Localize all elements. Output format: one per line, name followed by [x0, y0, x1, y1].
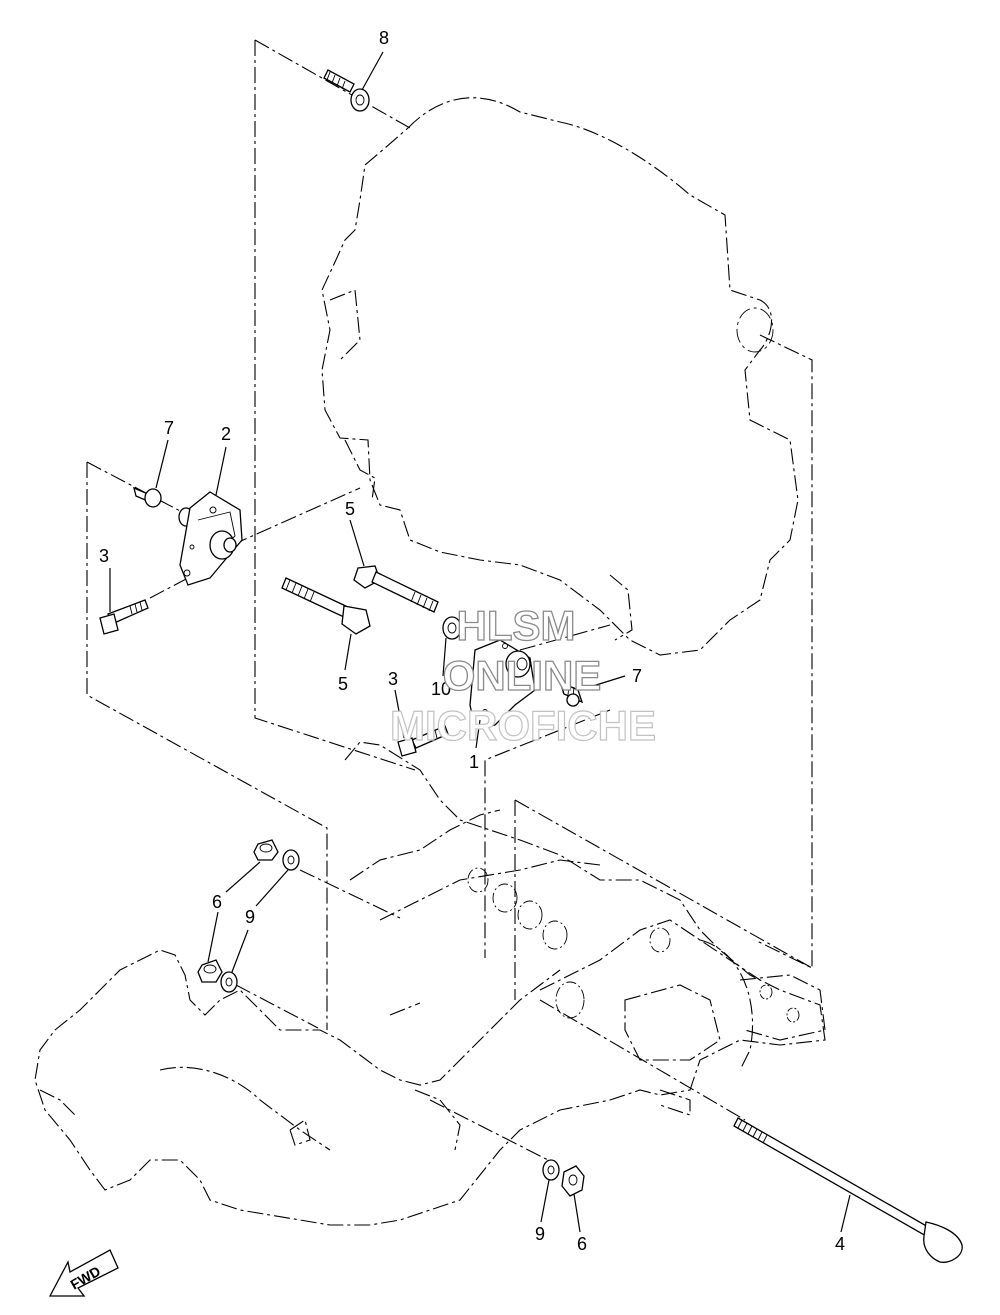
callout-3-left: 3 [99, 546, 109, 566]
callout-7-left: 7 [164, 418, 174, 438]
washer-part-9-bottom [542, 1159, 560, 1181]
callout-6-bottom: 6 [577, 1234, 587, 1254]
washer-part-9-upper [282, 849, 300, 871]
callout-1: 1 [469, 752, 479, 772]
watermark-line-1: HLSM [457, 602, 576, 649]
callout-2: 2 [221, 424, 231, 444]
callout-leaders [109, 51, 851, 1233]
callout-6-upper: 6 [212, 892, 222, 912]
nut-part-6-upper [253, 839, 279, 861]
callout-4: 4 [835, 1234, 845, 1254]
bolt-part-5-right [353, 565, 439, 613]
assembly-reference-lines [86, 39, 813, 1161]
engine-bed-outline [34, 741, 826, 1226]
callout-numbers: 8 7 2 3 5 5 3 10 1 7 6 9 9 6 4 [99, 28, 845, 1254]
engine-mount-part-1 [469, 639, 536, 729]
nut-part-6-bottom [561, 1165, 585, 1197]
callout-3-right: 3 [388, 669, 398, 689]
through-bolt-part-4 [733, 1117, 963, 1263]
washer-part-9-lower [220, 971, 238, 993]
callout-9-bottom: 9 [535, 1224, 545, 1244]
callout-9-upper: 9 [245, 907, 255, 927]
watermark: HLSM ONLINE MICROFICHE [389, 601, 656, 749]
callout-7-right: 7 [632, 666, 642, 686]
callout-8: 8 [379, 28, 389, 48]
engine-block-outline [321, 97, 799, 656]
stud-part-7-left [133, 486, 194, 527]
stud-part-7-right [558, 680, 584, 707]
callout-5-lower: 5 [338, 674, 348, 694]
bolt-part-3-left [99, 599, 149, 635]
bolt-part-5-left [281, 577, 371, 635]
callout-5-upper: 5 [345, 499, 355, 519]
engine-mount-part-2 [179, 491, 243, 586]
callout-10: 10 [431, 679, 451, 699]
bolt-part-3-right [397, 725, 449, 757]
nut-part-6-lower [197, 959, 223, 983]
bolt-part-8 [323, 69, 370, 112]
watermark-line-2: ONLINE [443, 652, 602, 699]
watermark-line-3: MICROFICHE [390, 702, 656, 749]
washer-part-10 [442, 616, 462, 640]
forward-direction-arrow: FWD [48, 1249, 119, 1297]
